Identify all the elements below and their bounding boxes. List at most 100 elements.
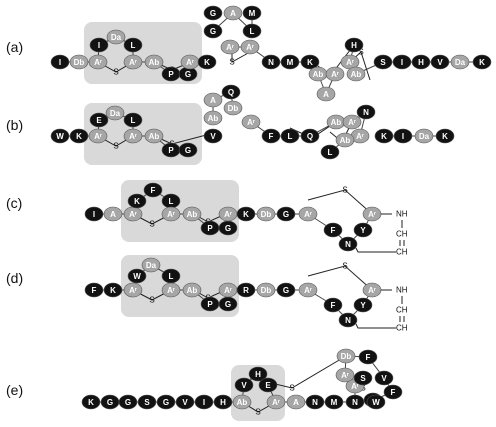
residue-ar: Aʳ (123, 54, 143, 70)
panel-label: (e) (6, 382, 23, 398)
panel-e: (e)SSSKGGSGVIHAbVHEAʳANMNAʳSAʳDbFVFQW (6, 348, 403, 421)
residue-bead (256, 282, 276, 298)
residue-n: N (261, 54, 281, 70)
residue-bead (103, 206, 123, 222)
residue-label: Aʳ (331, 70, 339, 79)
residue-ab: Ab (182, 206, 202, 222)
sulfur-label: S (342, 262, 347, 271)
residue-ar: Aʳ (266, 394, 286, 410)
residue-l: L (242, 23, 262, 39)
residue-label: K (88, 398, 94, 407)
residue-bead (123, 282, 143, 298)
residue-db: Db (256, 282, 276, 298)
residue-label: M (249, 9, 256, 18)
residue-bead (240, 39, 260, 55)
sulfur-label: S (149, 220, 154, 229)
residue-label: H (220, 398, 226, 407)
residue-label: A (230, 9, 236, 18)
residue-label: Aʳ (246, 43, 254, 52)
residue-label: S (380, 58, 386, 67)
residue-label: Da (455, 58, 466, 67)
residue-label: K (134, 197, 140, 206)
residue-label: Aʳ (304, 210, 312, 219)
residue-bead (84, 206, 104, 222)
residue-q: Q (221, 84, 241, 100)
residue-bead (234, 377, 254, 393)
residue-label: Ab (208, 114, 219, 123)
residue-bead (88, 54, 108, 70)
residue-l: L (123, 112, 143, 128)
residue-ar: Aʳ (180, 54, 200, 70)
residue-label: G (107, 398, 113, 407)
sulfur-label: S (289, 384, 294, 393)
residue-bead (450, 54, 470, 70)
residue-label: N (352, 398, 358, 407)
panel-label: (d) (6, 270, 23, 286)
residue-i: I (392, 54, 412, 70)
residue-label: W (133, 272, 141, 281)
residue-label: Aʳ (247, 118, 255, 127)
sulfur-label: S (342, 186, 347, 195)
residue-ab: Ab (326, 114, 346, 130)
residue-bead (435, 128, 455, 144)
residue-label: G (185, 146, 191, 155)
residue-k: K (236, 206, 256, 222)
residue-k: K (103, 282, 123, 298)
residue-label: N (363, 108, 369, 117)
residue-label: Da (419, 132, 430, 141)
residue-label: R (243, 286, 249, 295)
ring-atom-label: CH (396, 230, 408, 239)
panel-d: (d)SSSFKAʳWDaLAʳAbPGAʳRDbGAʳFNYAʳNHCHCH (6, 255, 408, 333)
residue-bead (178, 142, 198, 158)
residue-bead (280, 54, 300, 70)
residue-h: H (248, 366, 268, 382)
residue-ar: Aʳ (362, 206, 382, 222)
residue-n: N (338, 312, 358, 328)
residue-db: Db (69, 54, 89, 70)
residue-bead (236, 282, 256, 298)
residue-label: Aʳ (224, 210, 232, 219)
residue-h: H (344, 37, 364, 53)
residue-da: Da (414, 128, 434, 144)
residue-label: Aʳ (348, 118, 356, 127)
residue-label: K (442, 132, 448, 141)
ring-atom-label: CH (396, 306, 408, 315)
residue-bead (236, 206, 256, 222)
residue-label: P (207, 300, 213, 309)
residue-label: N (345, 316, 351, 325)
residue-l: L (123, 37, 143, 53)
residue-ar: Aʳ (218, 282, 238, 298)
residue-label: Da (146, 261, 157, 270)
residue-bead (261, 54, 281, 70)
residue-label: K (479, 58, 485, 67)
residue-bead (89, 112, 109, 128)
residue-g: G (276, 282, 296, 298)
residue-label: K (243, 210, 249, 219)
residue-label: Y (360, 226, 366, 235)
residue-label: S (144, 398, 150, 407)
residue-bead (127, 193, 147, 209)
residue-bead (325, 66, 345, 82)
residue-label: L (131, 116, 136, 125)
residue-label: Aʳ (129, 132, 137, 141)
residue-label: Aʳ (368, 210, 376, 219)
residue-ar: Aʳ (123, 282, 143, 298)
residue-bead (50, 54, 70, 70)
residue-ar: Aʳ (220, 39, 240, 55)
residue-bead (300, 128, 320, 144)
residue-label: K (381, 132, 387, 141)
residue-bead (411, 54, 431, 70)
residue-bead (414, 128, 434, 144)
residue-da: Da (105, 105, 125, 121)
residue-label: Aʳ (272, 398, 280, 407)
residue-label: L (288, 132, 293, 141)
residue-bead (335, 132, 355, 148)
residue-label: P (168, 70, 174, 79)
residue-bead (374, 370, 394, 386)
residue-bead (430, 54, 450, 70)
panel-label: (a) (6, 39, 23, 55)
residue-label: Y (360, 301, 366, 310)
residue-label: A (110, 210, 116, 219)
residue-bead (232, 394, 252, 410)
residue-h: H (213, 394, 233, 410)
